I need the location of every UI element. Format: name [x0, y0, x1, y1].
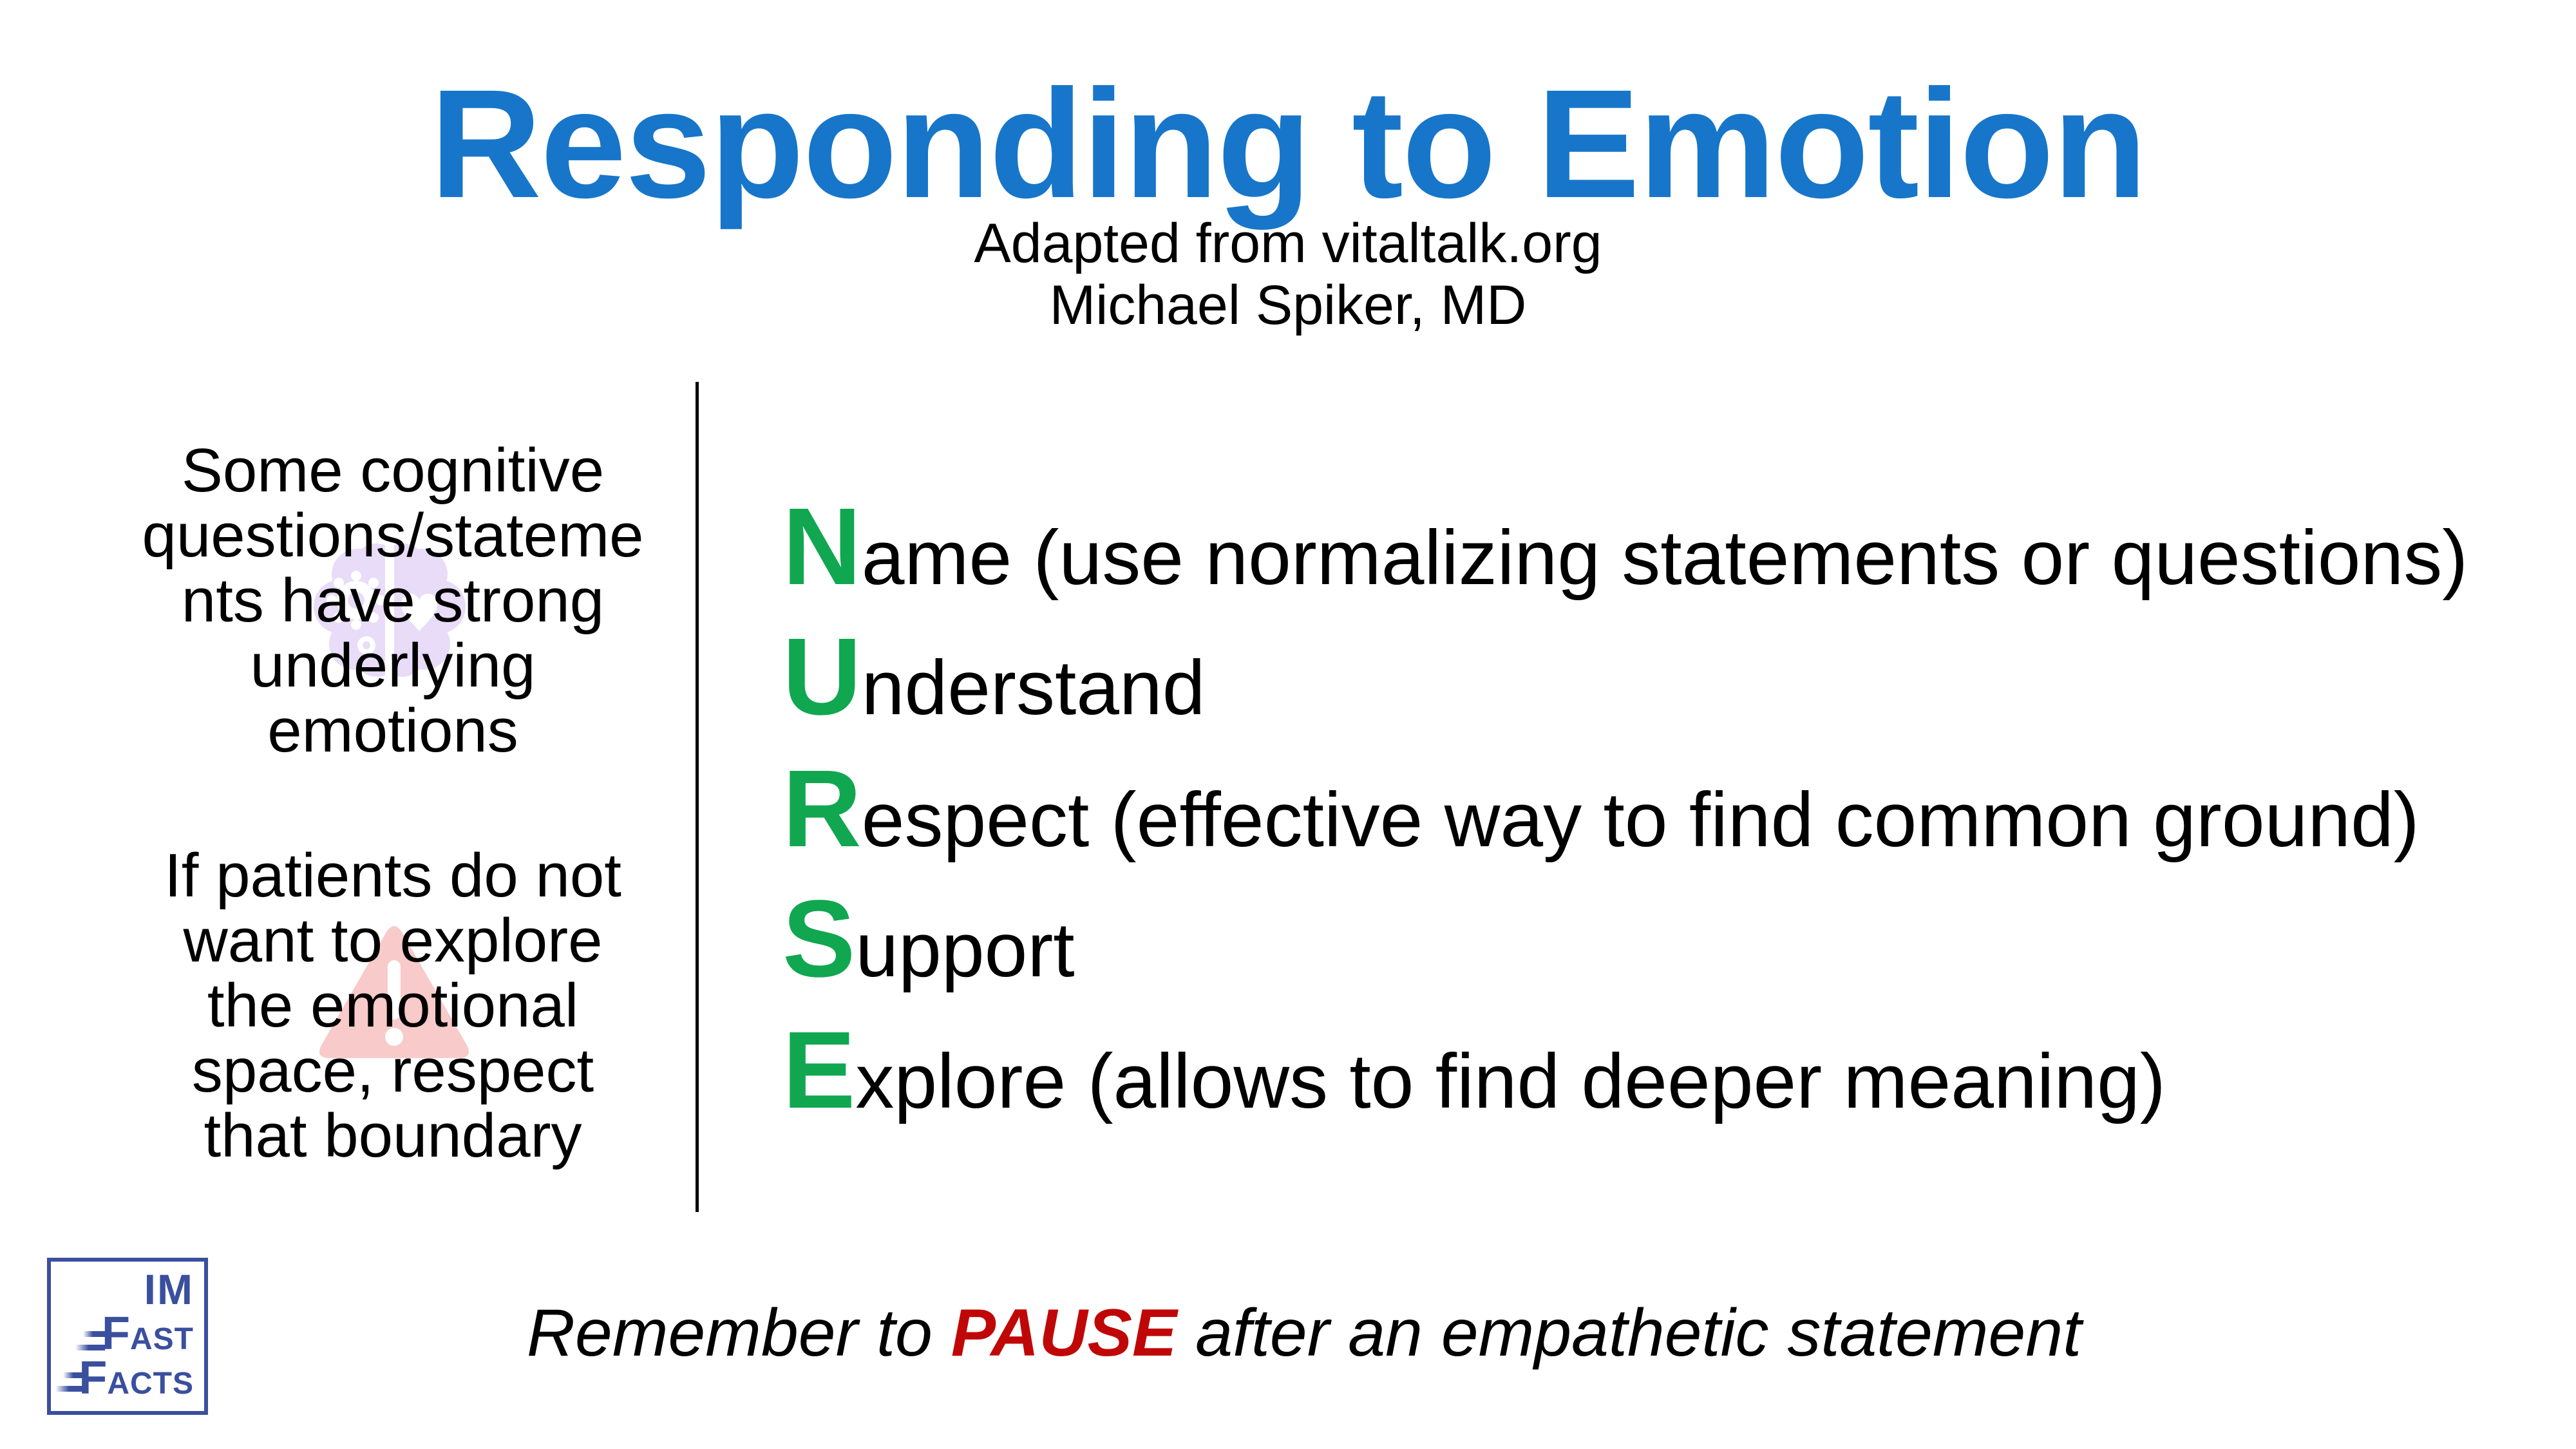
- subtitle: Adapted from vitaltalk.org Michael Spike…: [0, 213, 2576, 336]
- acronym-letter: R: [782, 748, 862, 870]
- left-paragraph-boundary: If patients do not want to explore the e…: [97, 843, 689, 1168]
- acronym-letter: S: [782, 878, 856, 1000]
- footer-reminder: Remember to PAUSE after an empathetic st…: [0, 1291, 2576, 1375]
- paragraph-line: questions/stateme: [142, 501, 644, 570]
- warning-exclamation-icon: [319, 926, 469, 1058]
- nurse-item-name: Name (use normalizing statements or ques…: [782, 482, 2468, 611]
- logo-facts-rest: ACTS: [107, 1367, 194, 1401]
- logo-line-im: IM: [144, 1265, 194, 1313]
- acronym-letter: N: [782, 486, 862, 608]
- speed-dash-icon: [75, 1345, 105, 1350]
- speed-dash-icon: [83, 1331, 105, 1337]
- footer-pause-highlight: PAUSE: [951, 1296, 1177, 1370]
- paragraph-line: space, respect: [191, 1036, 594, 1105]
- acronym-text: nderstand: [861, 645, 1206, 731]
- speed-dash-icon: [63, 1372, 86, 1378]
- acronym-text: ame (use normalizing statements or quest…: [861, 515, 2468, 601]
- logo-line-fast: FAST: [102, 1311, 194, 1368]
- acronym-text: xplore (allows to find deeper meaning): [855, 1038, 2166, 1124]
- acronym-letter: E: [782, 1009, 856, 1132]
- left-paragraph-cognitive: Some cognitive questions/stateme nts hav…: [97, 438, 689, 763]
- subtitle-author: Michael Spiker, MD: [1049, 274, 1527, 336]
- logo-fast-initial: F: [102, 1308, 130, 1359]
- paragraph-line: emotions: [267, 696, 518, 765]
- footer-suffix: after an empathetic statement: [1177, 1296, 2082, 1370]
- paragraph-line: that boundary: [204, 1101, 582, 1170]
- paragraph-line: nts have strong: [181, 566, 605, 635]
- footer-prefix: Remember to: [526, 1296, 951, 1370]
- logo-line-facts: FACTS: [79, 1355, 194, 1414]
- nurse-item-respect: Respect (effective way to find common gr…: [782, 744, 2420, 873]
- logo-facts-initial: F: [79, 1352, 108, 1404]
- subtitle-source: Adapted from vitaltalk.org: [974, 213, 1602, 274]
- acronym-text: upport: [855, 907, 1075, 993]
- vertical-divider: [696, 382, 699, 1212]
- paragraph-line: If patients do not: [164, 841, 621, 910]
- paragraph-line: want to explore: [183, 906, 603, 975]
- acronym-text: espect (effective way to find common gro…: [861, 777, 2420, 863]
- logo-fast-rest: AST: [130, 1322, 194, 1356]
- paragraph-line: the emotional: [207, 971, 579, 1040]
- brain-gear-heart-icon: [314, 544, 466, 680]
- paragraph-line: Some cognitive: [181, 436, 605, 505]
- paragraph-line: underlying: [250, 631, 536, 700]
- acronym-letter: U: [782, 616, 862, 738]
- nurse-item-support: Support: [782, 875, 1075, 1003]
- nurse-item-explore: Explore (allows to find deeper meaning): [782, 1006, 2166, 1135]
- im-fast-facts-logo: IM FAST FACTS: [47, 1258, 208, 1415]
- nurse-item-understand: Understand: [782, 612, 1206, 741]
- speed-dash-icon: [55, 1386, 86, 1392]
- page-title: Responding to Emotion: [430, 57, 2147, 230]
